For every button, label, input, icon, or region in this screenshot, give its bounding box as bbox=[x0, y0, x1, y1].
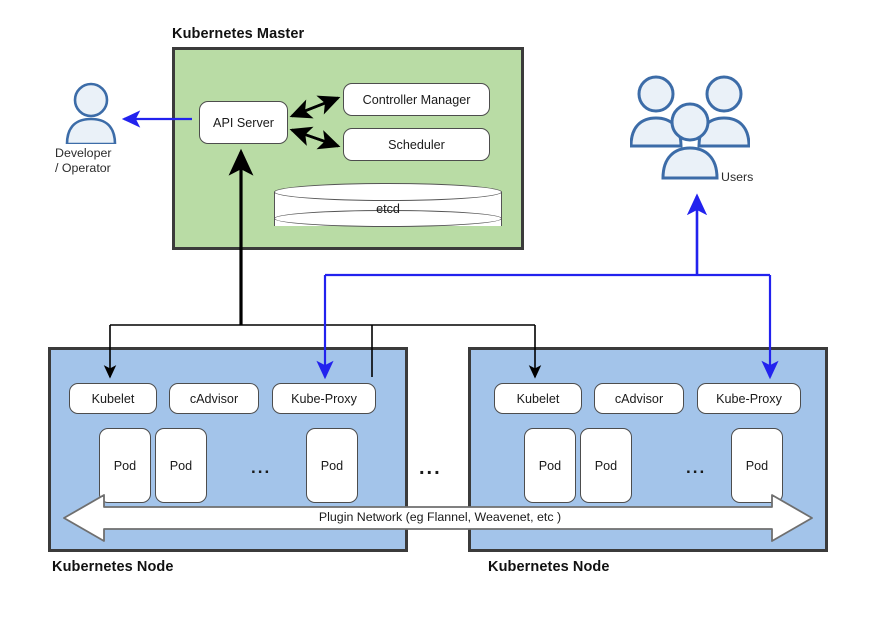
component-controller-manager[interactable]: Controller Manager bbox=[343, 83, 490, 116]
node-left-kubelet-label: Kubelet bbox=[91, 391, 135, 406]
node-left-pod-3[interactable]: Pod bbox=[306, 428, 358, 503]
plugin-network-label: Plugin Network (eg Flannel, Weavenet, et… bbox=[318, 510, 562, 524]
person-icon bbox=[62, 82, 120, 146]
component-etcd[interactable]: etcd bbox=[274, 183, 502, 233]
node-right-pod-3-label: Pod bbox=[745, 458, 769, 473]
master-title: Kubernetes Master bbox=[172, 26, 305, 42]
component-scheduler[interactable]: Scheduler bbox=[343, 128, 490, 161]
component-controller-manager-label: Controller Manager bbox=[362, 92, 471, 107]
between-nodes-ellipsis: ... bbox=[419, 457, 442, 479]
node-right-pod-3[interactable]: Pod bbox=[731, 428, 783, 503]
people-group-icon bbox=[629, 72, 751, 180]
etcd-cylinder-top bbox=[274, 183, 502, 201]
node-left-pod-2[interactable]: Pod bbox=[155, 428, 207, 503]
node-right-cadvisor[interactable]: cAdvisor bbox=[594, 383, 684, 414]
node-right-title: Kubernetes Node bbox=[488, 559, 610, 575]
node-left-pod-1[interactable]: Pod bbox=[99, 428, 151, 503]
node-left-pods-ellipsis: ... bbox=[251, 458, 272, 477]
node-right-pod-2-label: Pod bbox=[594, 458, 618, 473]
developer-label-line1: Developer bbox=[55, 146, 112, 160]
component-etcd-label: etcd bbox=[376, 202, 400, 216]
node-left-pod-2-label: Pod bbox=[169, 458, 193, 473]
node-right-kubelet[interactable]: Kubelet bbox=[494, 383, 582, 414]
component-api-server[interactable]: API Server bbox=[199, 101, 288, 144]
node-right-kube-proxy[interactable]: Kube-Proxy bbox=[697, 383, 801, 414]
users-label: Users bbox=[721, 170, 754, 184]
node-right-pod-1-label: Pod bbox=[538, 458, 562, 473]
component-scheduler-label: Scheduler bbox=[388, 137, 445, 152]
node-left-cadvisor[interactable]: cAdvisor bbox=[169, 383, 259, 414]
developer-label-line2: / Operator bbox=[55, 161, 111, 175]
component-api-server-label: API Server bbox=[213, 115, 274, 130]
node-left-kube-proxy-label: Kube-Proxy bbox=[291, 391, 357, 406]
developer-caption: Developer / Operator bbox=[55, 146, 111, 176]
node-left-title: Kubernetes Node bbox=[52, 559, 174, 575]
node-right-pod-1[interactable]: Pod bbox=[524, 428, 576, 503]
node-right-cadvisor-label: cAdvisor bbox=[614, 391, 664, 406]
node-left-pod-1-label: Pod bbox=[113, 458, 137, 473]
node-right-kube-proxy-label: Kube-Proxy bbox=[716, 391, 782, 406]
node-left-kube-proxy[interactable]: Kube-Proxy bbox=[272, 383, 376, 414]
node-left-pod-3-label: Pod bbox=[320, 458, 344, 473]
node-left-kubelet[interactable]: Kubelet bbox=[69, 383, 157, 414]
node-right-pod-2[interactable]: Pod bbox=[580, 428, 632, 503]
node-right-kubelet-label: Kubelet bbox=[516, 391, 560, 406]
node-right-pods-ellipsis: ... bbox=[686, 458, 707, 477]
node-left-cadvisor-label: cAdvisor bbox=[189, 391, 239, 406]
etcd-cylinder-bottom bbox=[274, 210, 502, 227]
